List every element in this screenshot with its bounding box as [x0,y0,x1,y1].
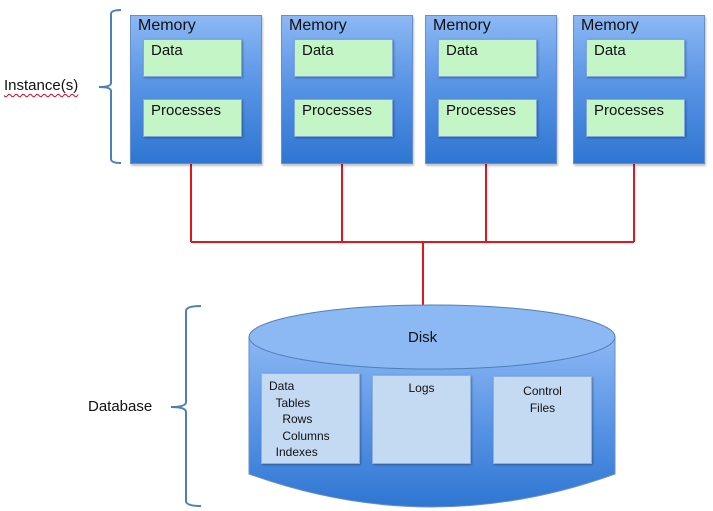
memory-title: Memory [289,17,347,34]
disk-control-files-compartment: Control Files [493,376,592,464]
memory-processes-label: Processes [302,102,373,119]
disk-control-files-line: Control [523,384,562,398]
instance-memory-2: Memory Data Processes [281,15,413,164]
disk-data-line: Indexes [269,445,318,459]
database-label: Database [88,398,153,415]
memory-processes-label: Processes [446,102,517,119]
disk-title: Disk [408,329,438,346]
memory-processes-label: Processes [594,102,665,119]
disk-logs-line: Logs [408,381,435,395]
memory-processes-box: Processes [294,99,393,137]
memory-data-box: Data [438,39,537,77]
instance-memory-4: Memory Data Processes [573,15,705,164]
disk-control-files-line: Files [529,400,556,415]
instance-brace [98,9,122,164]
connector-lines [190,164,635,306]
disk-data-line: Tables [269,395,311,410]
memory-title: Memory [581,17,639,34]
disk-data-line: Columns [269,428,330,443]
disk-data-line: Rows [269,412,313,426]
disk-data-compartment: Data Tables Rows Columns Indexes [261,373,360,464]
instance-memory-3: Memory Data Processes [425,15,557,164]
disk-top [248,304,616,370]
memory-data-label: Data [302,42,334,59]
memory-data-label: Data [594,42,626,59]
memory-title: Memory [433,17,491,34]
memory-data-box: Data [294,39,393,77]
disk-logs-compartment: Logs [372,375,471,464]
memory-data-box: Data [586,39,685,77]
memory-processes-box: Processes [143,99,242,137]
disk-data-line: Data [269,379,295,393]
instances-label: Instance(s) [4,77,79,94]
database-brace [170,305,202,507]
memory-processes-box: Processes [438,99,537,137]
memory-data-label: Data [446,42,478,59]
instance-memory-1: Memory Data Processes [130,15,262,164]
memory-data-box: Data [143,39,242,77]
memory-processes-box: Processes [586,99,685,137]
memory-data-label: Data [151,42,183,59]
memory-processes-label: Processes [151,102,222,119]
memory-title: Memory [138,17,196,34]
